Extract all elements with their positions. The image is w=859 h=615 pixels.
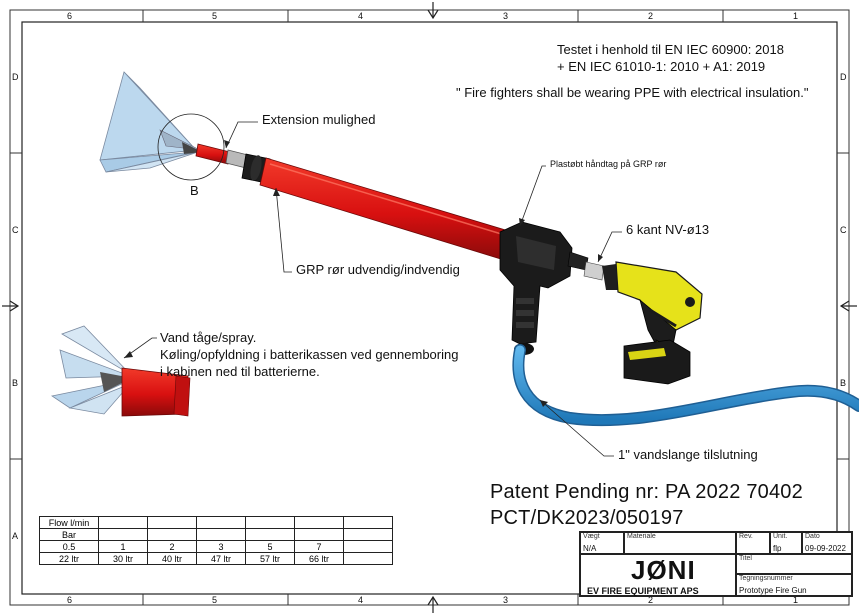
row-ticks <box>10 152 849 460</box>
table-row: Flow l/min <box>39 516 393 529</box>
extension-label: Extension mulighed <box>262 112 376 127</box>
column-label-top: 6 <box>67 11 73 21</box>
table-row: 22 ltr 30 ltr 40 ltr 47 ltr 57 ltr 66 lt… <box>39 552 393 565</box>
detail-b-label: B <box>190 183 199 198</box>
row-label-left: B <box>12 378 19 388</box>
cordless-drill <box>602 261 703 385</box>
pct-number: PCT/DK2023/050197 <box>490 507 684 529</box>
weight-label: Vægt <box>583 533 600 540</box>
row-label-right: C <box>840 225 847 235</box>
hose-label: 1" vandslange tilslutning <box>618 447 758 462</box>
table-header-flow: Flow l/min <box>39 516 99 529</box>
table-cell: 47 ltr <box>196 552 246 565</box>
material-cell: Materiale <box>624 532 736 554</box>
drawing-number-cell: Tegningsnummer Prototype Fire Gun <box>736 574 852 596</box>
sheet-inner-border <box>21 21 838 595</box>
table-row: 0.5 1 2 3 5 7 <box>39 540 393 553</box>
company-cell: JØNI EV FIRE EQUIPMENT APS <box>580 554 736 596</box>
detail-b-circle <box>157 113 225 181</box>
table-cell: 3 <box>196 540 246 553</box>
standards-line-1: Testet i henhold til EN IEC 60900: 2018 <box>557 42 784 57</box>
company-subtitle: EV FIRE EQUIPMENT APS <box>587 586 699 596</box>
fan-spray-cone <box>99 71 202 173</box>
plastic-handle <box>499 221 573 355</box>
mist-label-2: Køling/opfyldning i batterikassen ved ge… <box>160 347 459 362</box>
grp-tube-label: GRP rør udvendig/indvendig <box>296 262 460 277</box>
grp-tube <box>259 157 513 261</box>
ppe-note: " Fire fighters shall be wearing PPE wit… <box>456 85 809 100</box>
table-cell: 2 <box>147 540 197 553</box>
column-label-bottom: 5 <box>212 595 218 605</box>
table-cell: 66 ltr <box>294 552 344 565</box>
row-label-left: C <box>12 225 19 235</box>
row-label-right: D <box>840 72 847 82</box>
table-cell: 1 <box>98 540 148 553</box>
table-cell: 0.5 <box>39 540 99 553</box>
rev-cell: Rev. <box>736 532 770 554</box>
column-label-top: 5 <box>212 11 218 21</box>
title-label: Titel <box>739 555 752 562</box>
title-block: Vægt N/A Materiale Rev. Unit. flp Dato 0… <box>579 531 853 597</box>
weight-value: N/A <box>583 544 597 553</box>
column-label-top: 4 <box>358 11 364 21</box>
column-label-bottom: 6 <box>67 595 73 605</box>
column-label-bottom: 3 <box>503 595 509 605</box>
water-hose <box>513 345 859 425</box>
sheet-outer-border <box>9 9 850 606</box>
rev-label: Rev. <box>739 533 753 540</box>
table-cell: 22 ltr <box>39 552 99 565</box>
date-label: Dato <box>805 533 820 540</box>
column-label-bottom: 1 <box>793 595 799 605</box>
column-label-top: 2 <box>648 11 654 21</box>
mist-nozzle-detail <box>50 325 191 417</box>
leader-lines <box>123 121 622 457</box>
column-label-bottom: 4 <box>358 595 364 605</box>
table-cell: 30 ltr <box>98 552 148 565</box>
date-cell: Dato 09-09-2022 <box>802 532 852 554</box>
row-label-left: D <box>12 72 19 82</box>
hex-adapter <box>583 261 605 281</box>
standards-line-2: + EN IEC 61010-1: 2010 + A1: 2019 <box>557 59 766 74</box>
row-label-left: A <box>12 531 19 541</box>
hex-label: 6 kant NV-ø13 <box>626 222 710 237</box>
table-row: Bar <box>39 528 393 541</box>
company-name: JØNI <box>631 555 696 585</box>
material-label: Materiale <box>627 533 656 540</box>
drawing-number-label: Tegningsnummer <box>739 575 793 582</box>
flow-table: Flow l/min Bar 0.5 1 2 3 5 7 22 ltr 30 l… <box>39 516 393 565</box>
row-label-right: B <box>840 378 847 388</box>
table-cell: 7 <box>294 540 344 553</box>
nozzle-tube <box>195 143 231 165</box>
mist-label-1: Vand tåge/spray. <box>160 330 257 345</box>
mist-label-3: i kabinen ned til batterierne. <box>160 364 320 379</box>
patent-number: Patent Pending nr: PA 2022 70402 <box>490 481 803 503</box>
leader-arrowheads <box>124 140 603 407</box>
column-label-top: 1 <box>793 11 799 21</box>
title-cell: Titel <box>736 554 852 574</box>
table-cell: 57 ltr <box>245 552 295 565</box>
column-label-top: 3 <box>503 11 509 21</box>
table-header-bar: Bar <box>39 528 99 541</box>
table-cell: 40 ltr <box>147 552 197 565</box>
unit-cell: Unit. flp <box>770 532 802 554</box>
column-label-bottom: 2 <box>648 595 654 605</box>
unit-label: Unit. <box>773 533 788 540</box>
handle-label: Plastøbt håndtag på GRP rør <box>550 159 667 169</box>
weight-cell: Vægt N/A <box>580 532 624 554</box>
date-value: 09-09-2022 <box>805 544 846 553</box>
table-cell: 5 <box>245 540 295 553</box>
drawing-number-value: Prototype Fire Gun <box>739 586 807 595</box>
unit-value: flp <box>773 544 782 553</box>
